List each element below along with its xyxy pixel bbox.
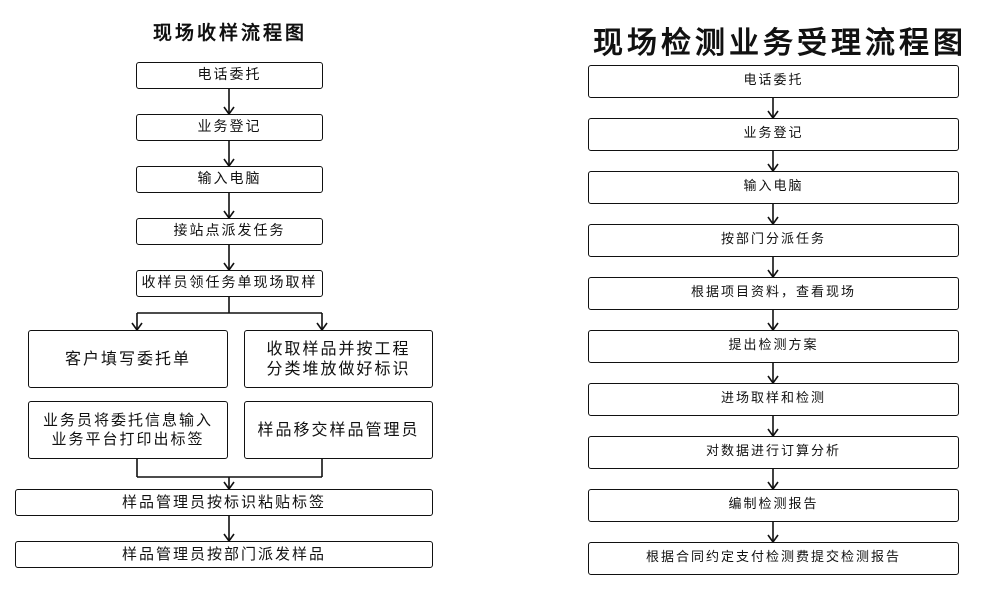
- left-step-station-dispatch: 接站点派发任务: [136, 218, 323, 245]
- left-branch-collect-sort: 收取样品并按工程 分类堆放做好标识: [244, 330, 433, 388]
- right-step-compile-report: 编制检测报告: [588, 489, 959, 522]
- right-step-computer-input: 输入电脑: [588, 171, 959, 204]
- left-step-business-register: 业务登记: [136, 114, 323, 141]
- left-step-attach-labels: 样品管理员按标识粘贴标签: [15, 489, 433, 516]
- left-step-dispatch-samples: 样品管理员按部门派发样品: [15, 541, 433, 568]
- right-step-sampling-testing: 进场取样和检测: [588, 383, 959, 416]
- right-step-business-register: 业务登记: [588, 118, 959, 151]
- left-step-computer-input: 输入电脑: [136, 166, 323, 193]
- right-step-pay-submit-report: 根据合同约定支付检测费提交检测报告: [588, 542, 959, 575]
- right-step-phone-commission: 电话委托: [588, 65, 959, 98]
- right-flow-title: 现场检测业务受理流程图: [593, 26, 967, 61]
- right-step-data-analysis: 对数据进行订算分析: [588, 436, 959, 469]
- left-branch-client-form: 客户填写委托单: [28, 330, 228, 388]
- left-branch-staff-print-labels: 业务员将委托信息输入 业务平台打印出标签: [28, 401, 228, 459]
- left-step-sampler-onsite: 收样员领任务单现场取样: [136, 270, 323, 297]
- left-flow-title: 现场收样流程图: [152, 22, 307, 44]
- left-step-phone-commission: 电话委托: [136, 62, 323, 89]
- left-branch-handover: 样品移交样品管理员: [244, 401, 433, 459]
- right-step-department-dispatch: 按部门分派任务: [588, 224, 959, 257]
- right-step-site-survey: 根据项目资料，查看现场: [588, 277, 959, 310]
- right-step-test-plan: 提出检测方案: [588, 330, 959, 363]
